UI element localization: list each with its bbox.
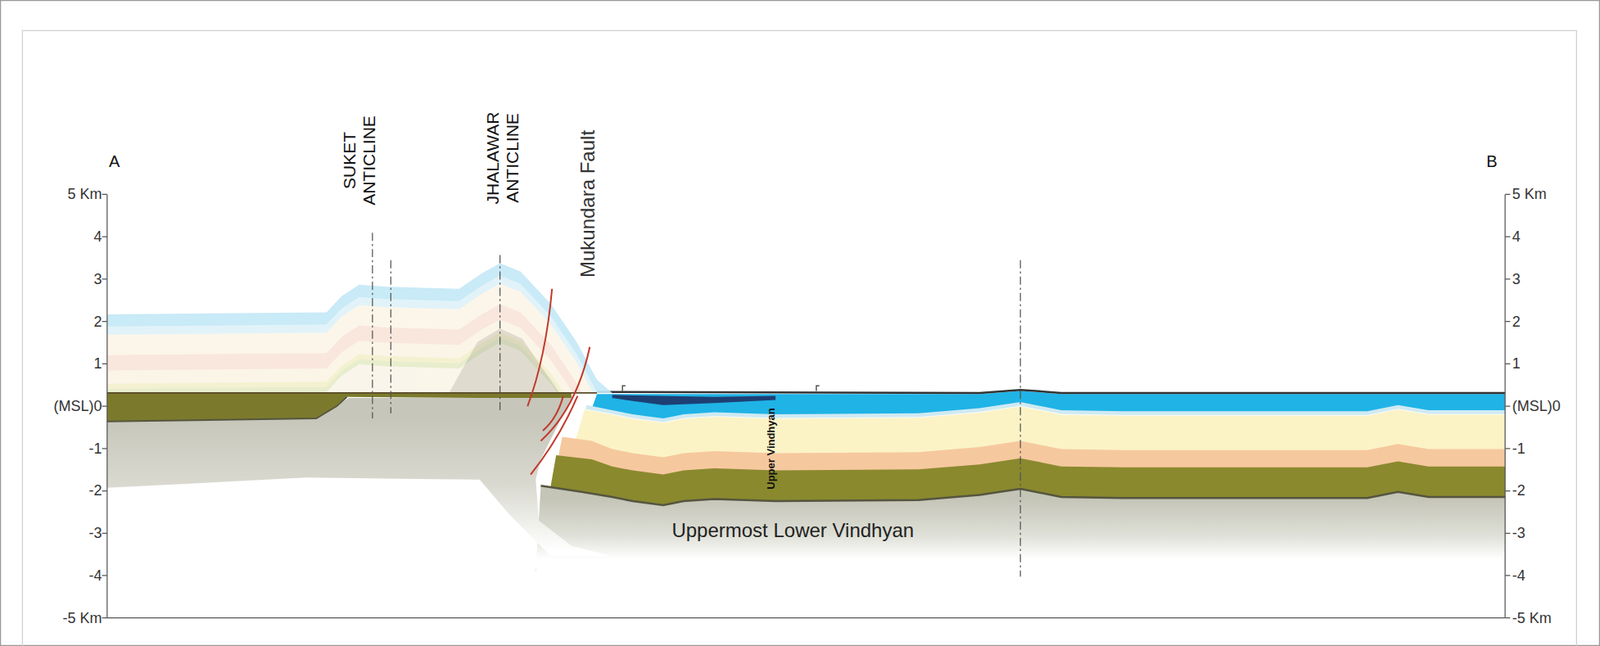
west-block (107, 263, 613, 646)
fault-label: Mukundara Fault (576, 130, 600, 278)
axis-tick-label: 4 (94, 228, 103, 246)
fault-lines (527, 289, 590, 475)
axis-tick-label: 1 (1512, 355, 1521, 373)
axis-tick-label: (MSL)0 (1512, 397, 1561, 416)
axis-tick-label: 5 Km (1512, 185, 1547, 204)
axis-tick-label: -2 (1512, 482, 1526, 500)
axis-tick-label: 5 Km (67, 185, 103, 204)
axis-tick-label: -4 (1512, 566, 1526, 584)
structure-label: JHALAWAR ANTICLINE (483, 112, 523, 205)
depth-axes (102, 194, 1511, 618)
axis-tick-label: -1 (89, 439, 103, 457)
structure-label: SUKET ANTICLINE (339, 115, 380, 206)
unit-label: Uppermost Lower Vindhyan (671, 519, 914, 543)
axis-tick-label: -1 (1512, 439, 1526, 457)
section-end-label: B (1486, 151, 1497, 171)
axis-tick-label: 3 (94, 270, 103, 288)
axis-tick-label: -3 (89, 524, 103, 543)
unit-label: Upper Vindhyan (765, 408, 778, 490)
axis-tick-label: -3 (1512, 524, 1526, 543)
section-end-label: A (108, 151, 120, 171)
axis-tick-label: 2 (1512, 312, 1521, 330)
axis-tick-label: -5 Km (1512, 609, 1552, 627)
axis-tick-label: 4 (1512, 228, 1521, 246)
axis-traces (372, 232, 1021, 577)
axis-tick-label: 1 (94, 355, 103, 373)
axis-tick-label: 3 (1512, 270, 1521, 288)
axis-tick-label: -5 Km (63, 609, 103, 627)
axis-tick-label: (MSL)0 (54, 397, 103, 416)
axis-tick-label: -2 (89, 482, 103, 500)
axis-tick-label: -4 (89, 566, 103, 584)
axis-tick-label: 2 (94, 312, 103, 330)
